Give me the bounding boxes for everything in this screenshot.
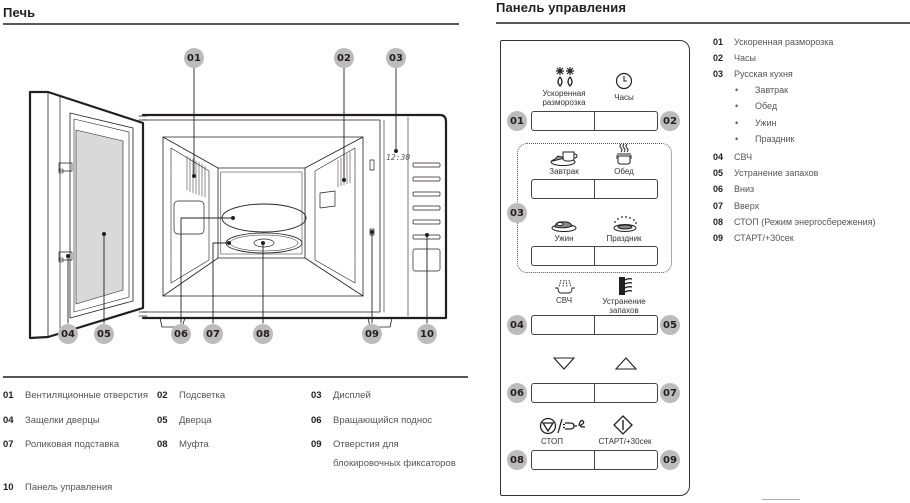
- button-row-6: [531, 450, 658, 470]
- oven-callout-03: 03: [386, 48, 406, 68]
- triangle-up-icon: [615, 357, 637, 370]
- microwave-button[interactable]: [532, 316, 595, 334]
- oven-control-strip: [412, 162, 441, 272]
- clock-icon: [615, 72, 633, 90]
- oven-callout-01: 01: [184, 48, 204, 68]
- breakfast-button[interactable]: [532, 180, 595, 198]
- panel-section-title: Панель управления: [496, 0, 627, 15]
- holiday-label: Праздник: [606, 234, 642, 243]
- button-row-3: [531, 246, 658, 266]
- oven-section-title: Печь: [3, 5, 36, 20]
- panel-legend-sub-lunch: •Обед: [735, 101, 778, 111]
- button-row-5: [531, 383, 658, 403]
- festive-plate-icon: [613, 216, 637, 232]
- panel-badge-03: 03: [507, 203, 527, 223]
- door-glass: [75, 129, 124, 305]
- panel-badge-07: 07: [660, 383, 680, 403]
- dinner-plate-icon: [551, 221, 577, 232]
- oven-display-time: 12:30: [386, 153, 411, 162]
- button-row-2: [531, 179, 658, 199]
- panel-badge-04: 04: [507, 315, 527, 335]
- start-label: СТАРТ/+30сек: [598, 437, 652, 446]
- stop-eco-icon: [539, 417, 586, 435]
- door-latch-top: [58, 162, 73, 174]
- panel-badge-09: 09: [660, 450, 680, 470]
- deodorize-button[interactable]: [595, 316, 657, 334]
- oven-callout-10: 10: [417, 324, 437, 344]
- lunch-button[interactable]: [595, 180, 657, 198]
- panel-legend-sub-dinner: •Ужин: [735, 118, 777, 128]
- waveguide-cover: [173, 200, 205, 235]
- oven-callout-07: 07: [203, 324, 223, 344]
- panel-badge-02: 02: [660, 111, 680, 131]
- oven-callout-02: 02: [334, 48, 354, 68]
- start-diamond-icon: [613, 415, 633, 435]
- microwave-diagram: [28, 67, 448, 340]
- panel-badge-06: 06: [507, 383, 527, 403]
- panel-badge-05: 05: [660, 315, 680, 335]
- stop-button[interactable]: [532, 451, 595, 469]
- lunch-label: Обед: [614, 167, 634, 176]
- button-row-4: [531, 315, 658, 335]
- oven-callout-06: 06: [171, 324, 191, 344]
- stop-label: СТОП: [540, 437, 563, 446]
- clock-button[interactable]: [595, 112, 657, 130]
- breakfast-label: Завтрак: [549, 167, 579, 176]
- dinner-label: Ужин: [554, 234, 574, 243]
- panel-title-rule: [496, 22, 910, 24]
- microwave-waves-icon: [555, 279, 575, 294]
- oven-body: [141, 113, 448, 328]
- button-row-1: [531, 111, 658, 131]
- down-button[interactable]: [532, 384, 595, 402]
- start-button[interactable]: [595, 451, 657, 469]
- deodorize-icon: [619, 277, 633, 295]
- page-footer-mark: [762, 499, 800, 500]
- oven-door: [28, 90, 148, 340]
- oven-callout-08: 08: [253, 324, 273, 344]
- door-latch-bottom: [58, 251, 73, 263]
- steaming-pot-icon: [616, 143, 632, 165]
- oven-legend-rule: [3, 376, 468, 378]
- panel-legend-sub-holiday: •Праздник: [735, 134, 795, 144]
- coffee-cup-plate-icon: [550, 151, 578, 166]
- deodorize-label: Устранение запахов: [602, 297, 646, 315]
- defrost-button[interactable]: [532, 112, 595, 130]
- oven-callout-09: 09: [362, 324, 382, 344]
- holiday-button[interactable]: [595, 247, 657, 265]
- oven-title-rule: [3, 23, 459, 25]
- microwave-label: СВЧ: [555, 296, 573, 305]
- panel-badge-01: 01: [507, 111, 527, 131]
- defrost-label: Ускоренная разморозка: [542, 89, 586, 107]
- interlock-hole-top: [369, 159, 375, 171]
- up-button[interactable]: [595, 384, 657, 402]
- coupler: [253, 238, 275, 248]
- oven-callout-04: 04: [58, 324, 78, 344]
- control-panel-frame: [500, 40, 690, 496]
- leader-lines: [67, 67, 428, 324]
- panel-legend-sub-breakfast: •Завтрак: [735, 85, 789, 95]
- panel-badge-08: 08: [507, 450, 527, 470]
- dinner-button[interactable]: [532, 247, 595, 265]
- vent-left: [186, 155, 206, 198]
- triangle-down-icon: [553, 357, 575, 370]
- light-cover: [319, 190, 336, 209]
- snowflake-drops-icon: [556, 67, 574, 87]
- clock-label: Часы: [614, 93, 634, 102]
- oven-callout-05: 05: [94, 324, 114, 344]
